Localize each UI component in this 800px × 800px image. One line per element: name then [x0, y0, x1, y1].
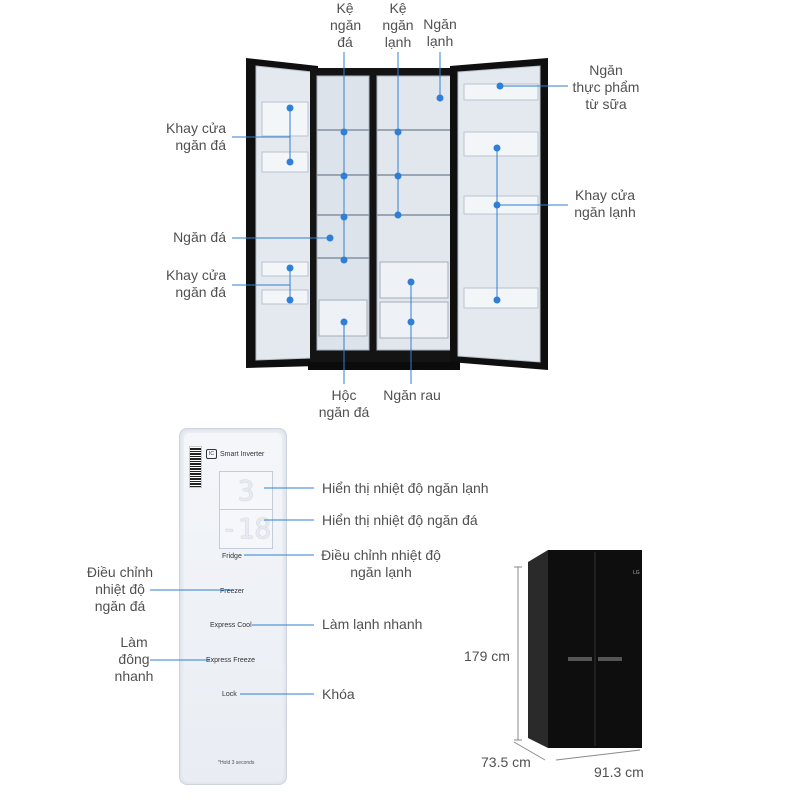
dimension-depth: 73.5 cm	[481, 754, 531, 770]
inverter-badge-icon: IC	[206, 449, 217, 459]
label-freezer-temp-display: Hiển thị nhiệt độ ngăn đá	[322, 512, 478, 528]
express-cool-button[interactable]: Express Cool	[210, 622, 252, 629]
dimension-width: 91.3 cm	[594, 764, 644, 780]
hold-note: *Hold 3 seconds	[218, 760, 255, 766]
open-fridge-illustration	[232, 52, 568, 384]
smart-inverter-logo: IC Smart Inverter	[206, 449, 264, 459]
fridge-temp-display: 3	[219, 471, 273, 511]
express-freeze-button[interactable]: Express Freeze	[206, 657, 256, 664]
lock-button[interactable]: Lock	[222, 691, 237, 698]
right-door	[450, 58, 548, 370]
svg-text:LG: LG	[633, 570, 640, 576]
label-fridge-temp-display: Hiển thị nhiệt độ ngăn lạnh	[322, 480, 489, 496]
label-freezer-compartment: Ngăn đá	[173, 229, 226, 245]
fridge-callout-dots	[286, 82, 504, 326]
freezer-button[interactable]: Freezer	[220, 588, 245, 595]
label-vegetable-compartment: Ngăn rau	[383, 387, 441, 403]
left-door	[246, 58, 318, 368]
dimension-height: 179 cm	[464, 648, 510, 664]
control-panel-face: IC Smart Inverter 3 -18 Fridge Freezer E…	[184, 433, 282, 780]
cabinet	[308, 68, 460, 370]
barcode-sticker	[189, 446, 202, 488]
label-lock: Khóa	[322, 686, 355, 702]
fridge-button[interactable]: Fridge	[222, 553, 242, 560]
label-express-cool: Làm lạnh nhanh	[322, 616, 423, 632]
freezer-temp-display: -18	[219, 509, 273, 549]
